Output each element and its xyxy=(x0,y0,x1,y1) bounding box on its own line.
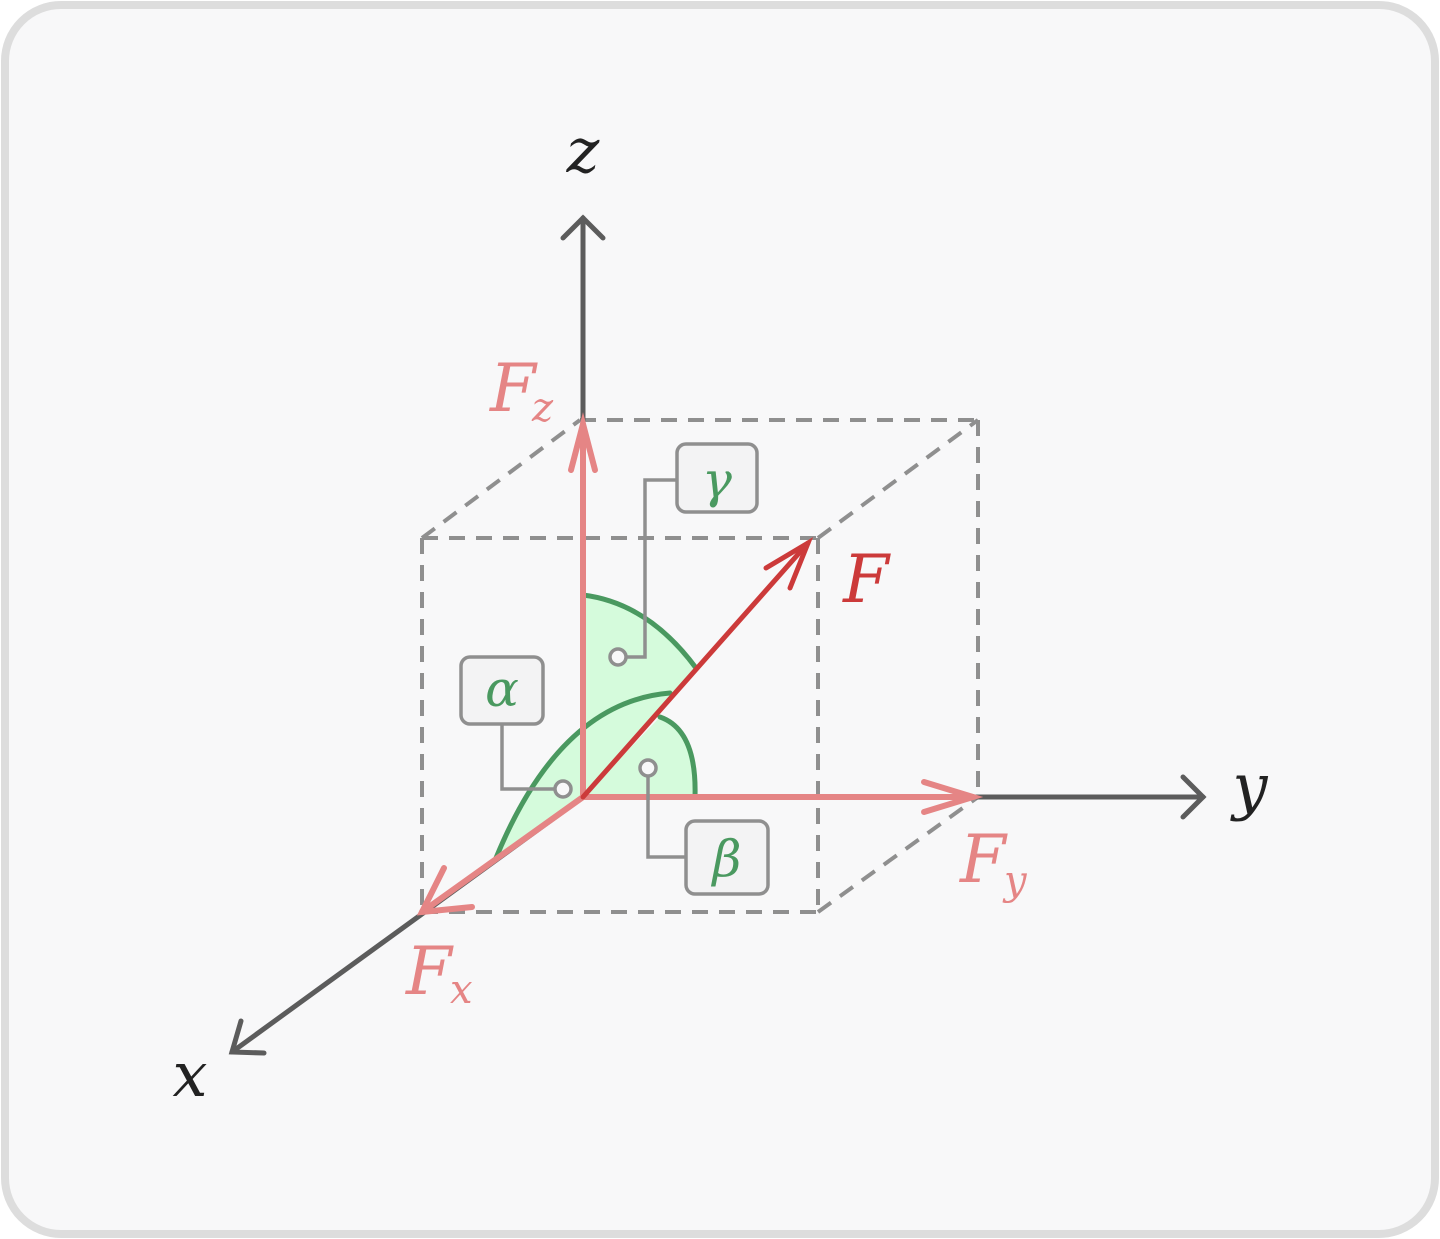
angle-beta-label: β xyxy=(711,830,742,888)
angle-alpha-arc xyxy=(493,690,673,861)
gamma-leader xyxy=(618,478,677,659)
z-axis-label: z xyxy=(566,114,600,187)
fx-vector xyxy=(419,794,586,915)
resultant-vector xyxy=(580,537,814,800)
f-arrowhead xyxy=(763,537,814,591)
angle-gamma-label: γ xyxy=(702,451,732,509)
box-edge xyxy=(816,418,980,540)
beta-anchor xyxy=(638,758,658,778)
y-axis-arrowhead xyxy=(1180,774,1207,820)
alpha-callout-box xyxy=(459,655,545,726)
alpha-anchor xyxy=(553,779,573,799)
fz-arrowhead xyxy=(568,412,598,473)
angle-beta-arc xyxy=(657,714,698,800)
z-axis-arrowhead xyxy=(560,214,606,241)
beta-callout-box xyxy=(684,819,770,896)
component-box xyxy=(420,418,980,914)
fz-label-main: F xyxy=(489,350,538,427)
fx-arrowhead xyxy=(416,865,475,916)
beta-leader xyxy=(646,768,686,859)
y-axis-label: y xyxy=(1229,750,1268,823)
x-axis-arrowhead xyxy=(228,1018,267,1056)
angle-alpha-label: α xyxy=(485,660,519,718)
fy-label-main: F xyxy=(959,821,1008,898)
fz-label-sub: z xyxy=(531,385,554,431)
fy-label: F y xyxy=(959,821,1028,904)
callout-leaders xyxy=(500,478,686,859)
fx-label: F x xyxy=(405,933,473,1013)
box-edge xyxy=(816,795,980,914)
angle-beta-wedge xyxy=(583,717,696,797)
resultant-label: F xyxy=(842,541,891,618)
gamma-callout-box xyxy=(675,442,759,514)
fx-label-sub: x xyxy=(450,967,473,1013)
callout-anchors xyxy=(553,647,658,799)
fy-label-sub: y xyxy=(1002,858,1028,904)
fy-arrowhead xyxy=(921,779,984,815)
box-edge xyxy=(420,418,582,540)
gamma-anchor xyxy=(608,647,628,667)
fz-label: F z xyxy=(489,350,554,431)
fx-label-main: F xyxy=(405,933,454,1010)
x-axis-label: x xyxy=(173,1038,208,1111)
alpha-leader xyxy=(500,724,563,791)
f-vector xyxy=(580,540,811,800)
